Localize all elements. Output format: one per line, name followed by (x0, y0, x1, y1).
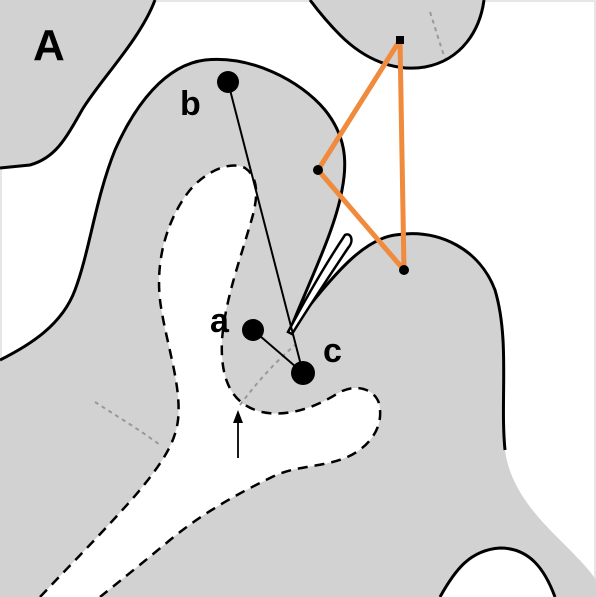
triangle-vertex-left (313, 165, 323, 175)
point-c (291, 361, 315, 385)
point-c-label: c (323, 332, 342, 370)
point-b (217, 71, 239, 93)
point-a-label: a (210, 302, 230, 340)
triangle-vertex-top (396, 36, 404, 44)
point-a (242, 319, 264, 341)
point-b-label: b (180, 85, 201, 123)
gray-matter-body (0, 59, 596, 597)
gyrus-top-right (310, 0, 484, 68)
triangle-vertex-bottom (399, 265, 409, 275)
panel-label: A (33, 21, 65, 70)
